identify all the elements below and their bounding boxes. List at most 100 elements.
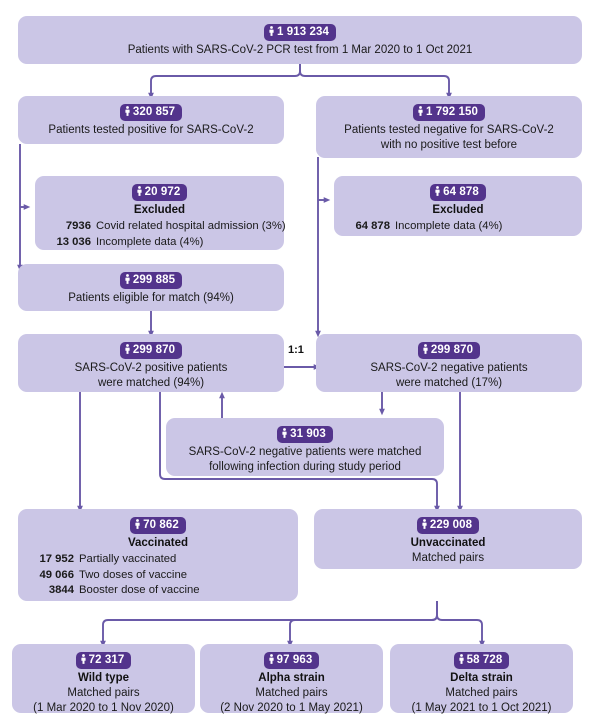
count-badge: 72 317: [75, 652, 132, 670]
row-label: Booster dose of vaccine: [79, 584, 200, 597]
node-header: Excluded: [133, 204, 186, 217]
row-label: Two doses of vaccine: [79, 568, 188, 581]
node-reinfected[interactable]: 31 903 SARS-CoV-2 negative patients were…: [166, 418, 444, 476]
count-value: 31 903: [290, 428, 326, 440]
row-number: 17 952: [39, 553, 74, 566]
count-badge: 1 792 150: [412, 104, 486, 122]
node-all-tested[interactable]: 1 913 234 Patients with SARS-CoV-2 PCR t…: [18, 16, 582, 64]
ratio-label: 1:1: [288, 344, 304, 356]
node-positive[interactable]: 320 857 Patients tested positive for SAR…: [18, 96, 284, 144]
count-badge: 97 963: [263, 652, 320, 670]
badge-wrap: 31 903: [174, 424, 436, 444]
count-value: 229 008: [429, 519, 473, 531]
count-badge: 64 878: [430, 184, 486, 202]
node-title-line1: Patients tested negative for SARS-CoV-2: [344, 124, 554, 137]
count-badge: 299 885: [119, 272, 183, 290]
count-value: 1 792 150: [425, 106, 479, 118]
row-label: Incomplete data (4%): [96, 235, 204, 248]
node-title-line2: following infection during study period: [209, 460, 401, 473]
person-icon: [423, 344, 428, 354]
badge-wrap: 72 317: [20, 650, 187, 670]
count-badge: 20 972: [131, 184, 188, 202]
wire-unvaccinated-to-wildtype: [100, 601, 438, 648]
node-title-line2: were matched (17%): [395, 376, 503, 389]
node-title-line2: were matched (94%): [97, 376, 205, 389]
count-badge: 299 870: [417, 342, 481, 360]
badge-wrap: 64 878: [342, 182, 574, 202]
person-icon: [125, 274, 130, 284]
count-value: 299 870: [132, 344, 176, 356]
person-icon: [125, 106, 130, 116]
node-negative[interactable]: 1 792 150 Patients tested negative for S…: [316, 96, 582, 158]
node-vaccinated[interactable]: 70 862 Vaccinated 17 952 Partially vaccin…: [18, 509, 298, 601]
node-positive-matched[interactable]: 299 870 SARS-CoV-2 positive patients wer…: [18, 334, 284, 392]
person-icon: [435, 186, 440, 196]
node-header: Alpha strain: [258, 672, 325, 685]
person-icon: [125, 344, 130, 354]
count-value: 299 885: [132, 274, 176, 286]
row-label: Partially vaccinated: [79, 553, 177, 566]
badge-wrap: 1 913 234: [26, 22, 574, 42]
row-label: Covid related hospital admission (3%): [96, 220, 286, 233]
node-title-line1: SARS-CoV-2 negative patients: [370, 362, 528, 375]
badge-wrap: 299 885: [26, 270, 276, 290]
node-wild-type[interactable]: 72 317 Wild type Matched pairs (1 Mar 20…: [12, 644, 195, 714]
row-label: Incomplete data (4%): [395, 220, 503, 233]
person-icon: [137, 186, 142, 196]
node-delta-strain[interactable]: 58 728 Delta strain Matched pairs (1 May…: [390, 644, 573, 714]
count-badge: 58 728: [453, 652, 510, 670]
count-value: 1 913 234: [276, 26, 330, 38]
row-number: 3844: [48, 584, 74, 597]
badge-wrap: 229 008: [322, 515, 574, 535]
row-number: 49 066: [39, 568, 74, 581]
count-value: 299 870: [430, 344, 474, 356]
node-rows: 64 878 Incomplete data (4%): [342, 219, 574, 235]
node-title-line1: SARS-CoV-2 positive patients: [74, 362, 228, 375]
badge-wrap: 320 857: [26, 102, 276, 122]
count-value: 20 972: [144, 186, 181, 198]
wire-unvaccinated-to-delta: [436, 601, 485, 648]
node-rows: 17 952 Partially vaccinated 49 066 Two dos…: [26, 552, 290, 599]
badge-wrap: 1 792 150: [324, 102, 574, 122]
person-icon: [269, 26, 274, 36]
node-title-line1: Matched pairs: [67, 687, 140, 700]
wire-unvaccinated-to-alpha: [287, 601, 438, 648]
node-negative-matched[interactable]: 299 870 SARS-CoV-2 negative patients wer…: [316, 334, 582, 392]
count-badge: 320 857: [119, 104, 183, 122]
person-icon: [135, 519, 140, 529]
node-header: Excluded: [432, 204, 484, 217]
node-title-line2: (1 Mar 2020 to 1 Nov 2020): [33, 701, 174, 714]
count-value: 72 317: [88, 654, 125, 666]
count-badge: 299 870: [119, 342, 183, 360]
person-icon: [269, 654, 274, 664]
count-badge: 70 862: [130, 517, 186, 535]
count-value: 64 878: [443, 186, 479, 198]
node-subtitle: Matched pairs: [411, 552, 485, 565]
node-title-line1: Matched pairs: [255, 687, 328, 700]
wire-all-to-negative: [299, 64, 452, 100]
node-unvaccinated[interactable]: 229 008 Unvaccinated Matched pairs: [314, 509, 582, 569]
node-eligible[interactable]: 299 885 Patients eligible for match (94%…: [18, 264, 284, 311]
list-item: 3844 Booster dose of vaccine: [26, 583, 290, 599]
person-icon: [422, 519, 427, 529]
list-item: 17 952 Partially vaccinated: [26, 552, 290, 568]
badge-wrap: 97 963: [208, 650, 375, 670]
node-title-line1: SARS-CoV-2 negative patients were matche…: [188, 446, 422, 459]
count-value: 97 963: [276, 654, 313, 666]
person-icon: [459, 654, 464, 664]
node-alpha-strain[interactable]: 97 963 Alpha strain Matched pairs (2 Nov…: [200, 644, 383, 714]
node-header: Vaccinated: [127, 537, 189, 550]
count-badge: 1 913 234: [263, 24, 337, 42]
node-title: Patients with SARS-CoV-2 PCR test from 1…: [127, 44, 473, 57]
node-title-line1: Matched pairs: [445, 687, 518, 700]
badge-wrap: 58 728: [398, 650, 565, 670]
node-header: Delta strain: [450, 672, 513, 685]
count-value: 70 862: [143, 519, 179, 531]
person-icon: [418, 106, 423, 116]
row-number: 64 878: [355, 220, 390, 233]
